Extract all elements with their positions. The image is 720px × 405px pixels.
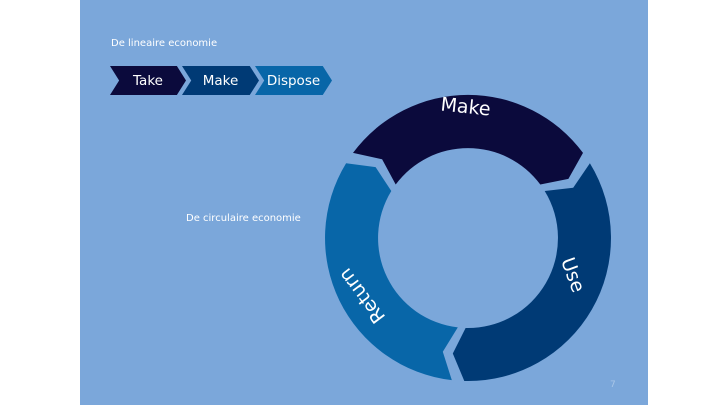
linear-step-make: Make: [182, 66, 259, 95]
cycle-segment-make: [353, 94, 583, 185]
linear-economy-title: De lineaire economie: [111, 38, 218, 49]
cycle-segment-use: [452, 163, 611, 382]
linear-step-take: Take: [110, 66, 186, 95]
circular-economy-title: De circulaire economie: [186, 213, 301, 224]
linear-step-dispose: Dispose: [255, 66, 332, 95]
cycle-segment-return: [325, 163, 458, 381]
cycle-label-make: Make: [440, 93, 492, 120]
page-number: 7: [610, 380, 616, 390]
